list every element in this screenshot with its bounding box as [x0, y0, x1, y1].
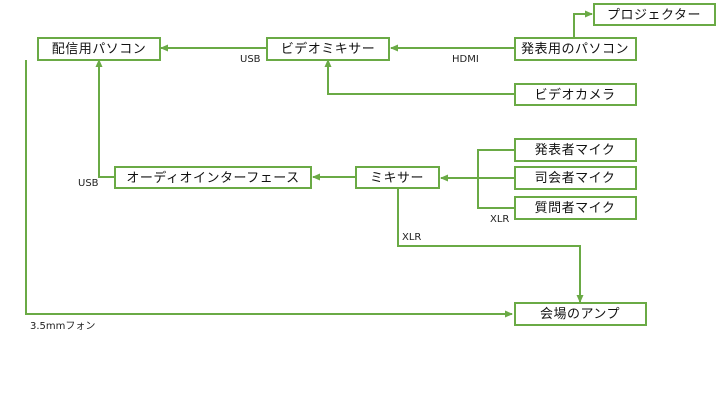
edge-label-xlr-amp: XLR	[402, 232, 421, 243]
node-venue-amp-label: 会場のアンプ	[540, 307, 620, 322]
node-mic-question: 質問者マイク	[514, 196, 637, 220]
node-video-camera-label: ビデオカメラ	[534, 87, 615, 103]
node-mic-presenter-label: 発表者マイク	[535, 143, 616, 158]
edge-mics-to-mixer	[441, 149, 514, 209]
edge-audio-interface-to-stream-pc	[95, 59, 114, 178]
node-mic-host-label: 司会者マイク	[535, 171, 616, 186]
node-mixer-label: ミキサー	[370, 171, 424, 186]
edge-label-usb-video: USB	[240, 54, 261, 65]
node-projector-label: プロジェクター	[607, 8, 701, 23]
node-presenter-pc: 発表用のパソコン	[514, 37, 637, 61]
node-mic-question-label: 質問者マイク	[535, 201, 616, 216]
node-venue-amp: 会場のアンプ	[514, 302, 647, 326]
edge-label-xlr-mics: XLR	[490, 214, 509, 225]
node-projector: プロジェクター	[593, 3, 716, 26]
edge-camera-to-video-mixer	[324, 59, 514, 95]
node-mixer: ミキサー	[355, 166, 440, 189]
edges	[25, 10, 593, 318]
edge-label-phone: 3.5mmフォン	[30, 321, 95, 332]
node-audio-interface-label: オーディオインターフェース	[126, 170, 299, 186]
edge-labels: USB HDMI USB XLR XLR 3.5mmフォン	[30, 54, 509, 332]
node-mic-presenter: 発表者マイク	[514, 138, 637, 162]
node-mic-host: 司会者マイク	[514, 166, 637, 190]
node-stream-pc-label: 配信用パソコン	[52, 42, 147, 57]
node-presenter-pc-label: 発表用のパソコン	[521, 42, 629, 57]
node-video-mixer: ビデオミキサー	[266, 37, 390, 61]
node-audio-interface: オーディオインターフェース	[114, 166, 312, 189]
node-video-mixer-label: ビデオミキサー	[281, 41, 376, 57]
edge-stream-pc-to-amp	[25, 60, 513, 318]
edge-label-usb-audio: USB	[78, 178, 99, 189]
edge-label-hdmi: HDMI	[452, 54, 479, 65]
node-video-camera: ビデオカメラ	[514, 83, 637, 106]
edge-presenter-pc-to-projector	[573, 10, 593, 38]
edge-mixer-to-amp	[397, 189, 584, 303]
node-stream-pc: 配信用パソコン	[37, 37, 161, 61]
